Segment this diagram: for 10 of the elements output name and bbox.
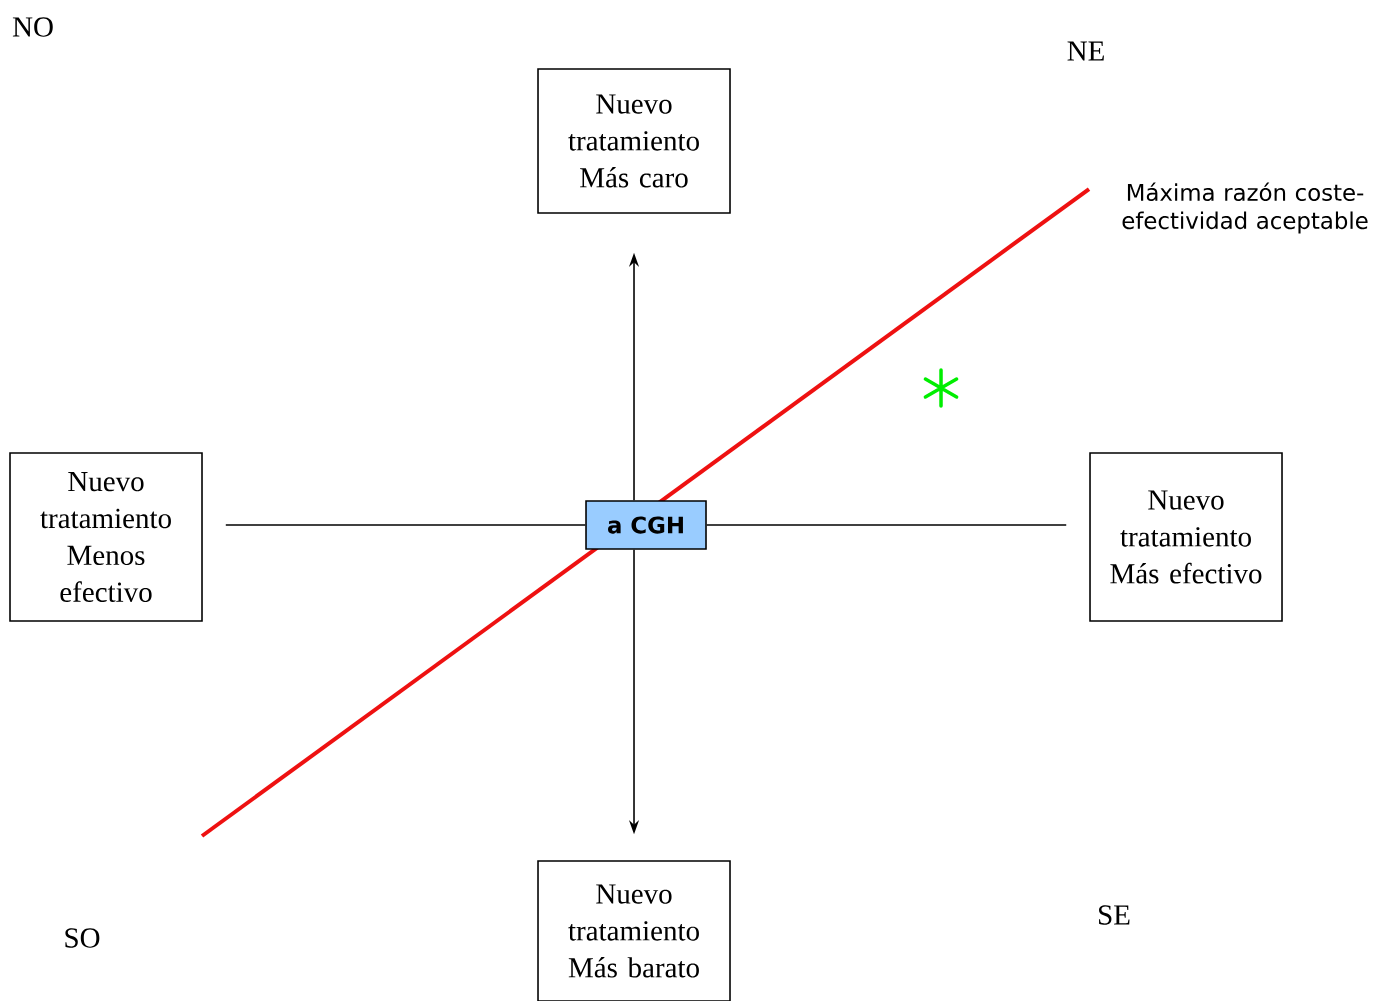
threshold-label: Máxima razón coste-efectividad aceptable bbox=[1122, 182, 1368, 234]
quadrant-label: NO bbox=[12, 17, 53, 37]
quadrant-label: SE bbox=[1099, 905, 1130, 925]
center-box: a CGH bbox=[585, 500, 707, 550]
quadrant-label: SO bbox=[65, 928, 100, 948]
quadrant-box: Nuevo tratamiento Más caro bbox=[537, 68, 731, 214]
quadrant-box: Nuevo tratamiento Más efectivo bbox=[1089, 452, 1283, 622]
quadrant-box: Nuevo tratamiento Menos efectivo bbox=[9, 452, 203, 622]
quadrant-box: Nuevo tratamiento Más barato bbox=[537, 860, 731, 1001]
quadrant-label: NE bbox=[1067, 41, 1104, 61]
